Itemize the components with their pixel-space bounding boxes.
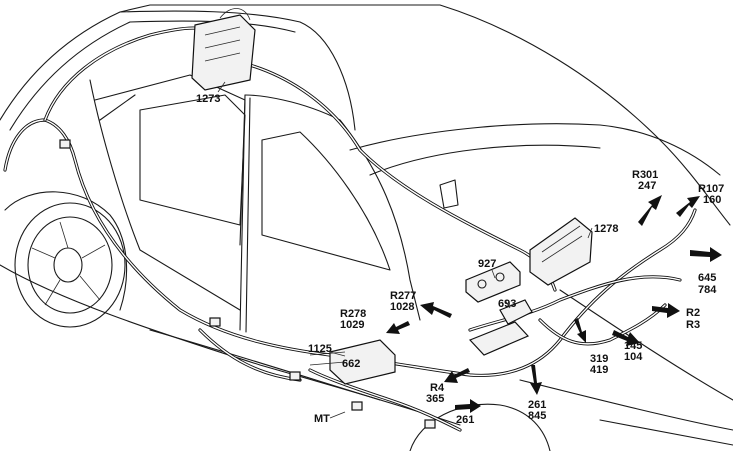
arrow-145 [612,330,640,346]
label-r278: R278 [340,308,366,320]
arrow-r2 [652,303,680,318]
arrow-160 [676,196,700,217]
label-r3: R3 [686,319,700,331]
label-160: 160 [703,194,721,206]
direction-arrows [386,195,722,413]
label-1125: 1125 [308,343,332,355]
label-261-upper: 261 [528,399,546,411]
arrow-247 [638,195,662,226]
label-927: 927 [478,258,496,270]
label-845: 845 [528,410,546,422]
label-r2: R2 [686,307,700,319]
component-1273-unit [191,8,256,91]
label-145: 145 [624,340,642,352]
arrow-645 [690,247,722,262]
sill-connectors [59,139,436,429]
label-104: 104 [624,351,643,363]
label-247: 247 [638,180,656,192]
label-1278: 1278 [594,223,618,235]
arrow-r278 [386,321,410,334]
component-693-relay [499,299,533,325]
component-927-switch [465,261,521,303]
label-1273: 1273 [196,93,220,105]
car-body [0,4,733,451]
label-mt: MT [314,413,330,425]
label-r4: R4 [430,382,445,394]
rear-wheel [14,202,126,328]
label-261: 261 [456,414,474,426]
label-r301: R301 [632,169,658,181]
leader-lines [217,81,593,419]
label-319: 319 [590,353,608,365]
arrow-261 [455,399,481,413]
component-fuse-block [468,321,530,356]
label-365: 365 [426,393,444,405]
component-1278-module [529,217,593,286]
arrow-r277 [420,302,452,318]
arrow-r4 [444,368,470,383]
label-1029: 1029 [340,319,364,331]
label-419: 419 [590,364,608,376]
label-645: 645 [698,272,716,284]
arrow-261-845 [530,365,542,395]
component-1125-662-box [309,339,396,385]
label-784: 784 [698,284,717,296]
label-r107: R107 [698,183,724,195]
label-1028: 1028 [390,301,414,313]
arrow-319 [574,318,586,343]
label-r277: R277 [390,290,416,302]
label-662: 662 [342,358,360,370]
